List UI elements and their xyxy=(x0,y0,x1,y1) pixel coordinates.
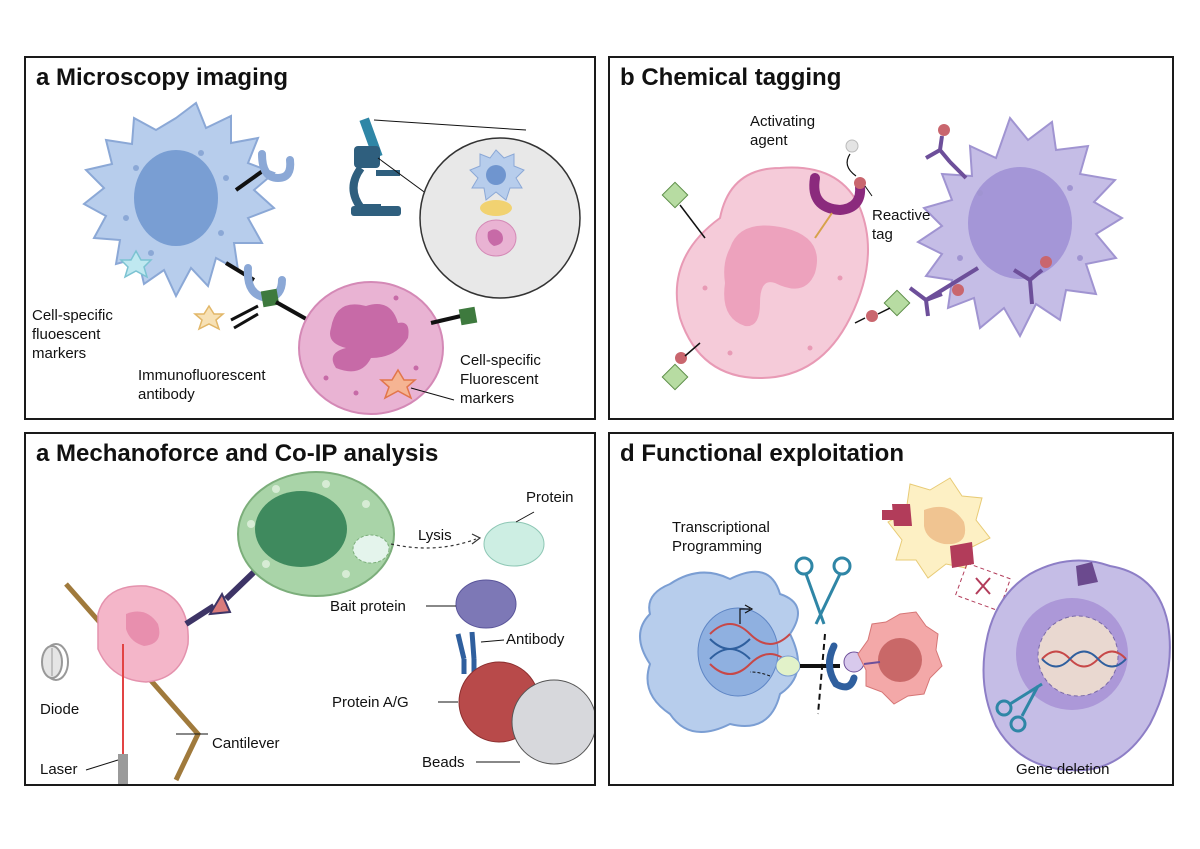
microscope-icon xyxy=(349,117,527,216)
blue-cell-nucleus xyxy=(134,150,218,246)
beads-icon xyxy=(511,679,594,765)
label-immunofluorescent-antibody: Immunofluorescent antibody xyxy=(138,367,266,403)
mechanoforce-illustration xyxy=(41,471,594,784)
activating-agent-icon xyxy=(809,173,866,216)
panel-title: b Chemical tagging xyxy=(620,64,842,91)
antibody-icon xyxy=(455,631,477,674)
antibody-icon xyxy=(230,304,259,330)
functional-exploitation-illustration xyxy=(639,477,1171,772)
label-lysis: Lysis xyxy=(418,527,452,544)
fluorescent-marker-star-icon-2 xyxy=(379,368,417,400)
label-antibody: Antibody xyxy=(506,631,565,648)
diode-icon xyxy=(41,643,69,681)
label-transcriptional-programming: Transcriptional Programming xyxy=(672,519,770,555)
microscopy-illustration xyxy=(82,101,581,415)
lysis-arrow xyxy=(390,538,477,549)
protein-icon xyxy=(483,521,545,567)
laser-icon xyxy=(118,754,128,784)
label-gene-deletion: Gene deletion xyxy=(1016,761,1110,778)
pink-cell-nucleus xyxy=(330,304,409,372)
label-beads: Beads xyxy=(422,754,465,771)
fluorescent-star-icon xyxy=(192,304,226,331)
panel-microscopy-imaging: a Microscopy imaging Cell-specific fluoe… xyxy=(24,56,596,420)
green-marker xyxy=(260,288,280,308)
panel-functional-exploitation: d Functional exploitation Transcriptiona… xyxy=(608,432,1174,786)
panel-title: a Microscopy imaging xyxy=(36,64,289,91)
label-cell-specific-fluorescent-markers: Cell-specific Fluorescent markers xyxy=(460,352,541,407)
label-reactive-tag: Reactive tag xyxy=(872,207,931,243)
receptor-block-icon xyxy=(892,504,912,526)
label-protein-ag: Protein A/G xyxy=(332,694,409,711)
scissors-icon xyxy=(794,556,852,625)
magnified-view xyxy=(419,137,581,299)
dna-helix-icon xyxy=(709,623,791,675)
deleted-x-icon xyxy=(975,577,991,595)
label-protein: Protein xyxy=(526,489,574,506)
panel-chemical-tagging: b Chemical tagging Activating agent Reac… xyxy=(608,56,1174,420)
pink-cell-nucleus xyxy=(724,225,817,327)
gene-helix-icon xyxy=(1041,650,1127,668)
panel-title: d Functional exploitation xyxy=(620,440,904,467)
bait-protein-icon xyxy=(455,579,517,629)
panel-mechanoforce-coip: a Mechanoforce and Co-IP analysis Protei… xyxy=(24,432,596,786)
reactive-tag-icon xyxy=(854,177,866,189)
fluorescent-marker-star-icon xyxy=(119,249,153,279)
chemical-tagging-illustration xyxy=(661,115,1124,391)
gene-deletion-scissors-icon xyxy=(995,682,1043,733)
receptor-icon xyxy=(258,150,295,183)
label-laser: Laser xyxy=(40,761,78,778)
green-marker xyxy=(661,181,689,209)
panel-title: a Mechanoforce and Co-IP analysis xyxy=(36,440,439,467)
label-cell-specific-markers: Cell-specific fluoescent markers xyxy=(32,307,113,362)
receptor-arrow-icon xyxy=(208,591,232,616)
label-cantilever: Cantilever xyxy=(212,735,280,752)
label-bait-protein: Bait protein xyxy=(330,598,406,615)
label-activating-agent: Activating agent xyxy=(750,113,816,149)
purple-antibody-icon xyxy=(925,135,968,180)
label-diode: Diode xyxy=(40,701,80,718)
